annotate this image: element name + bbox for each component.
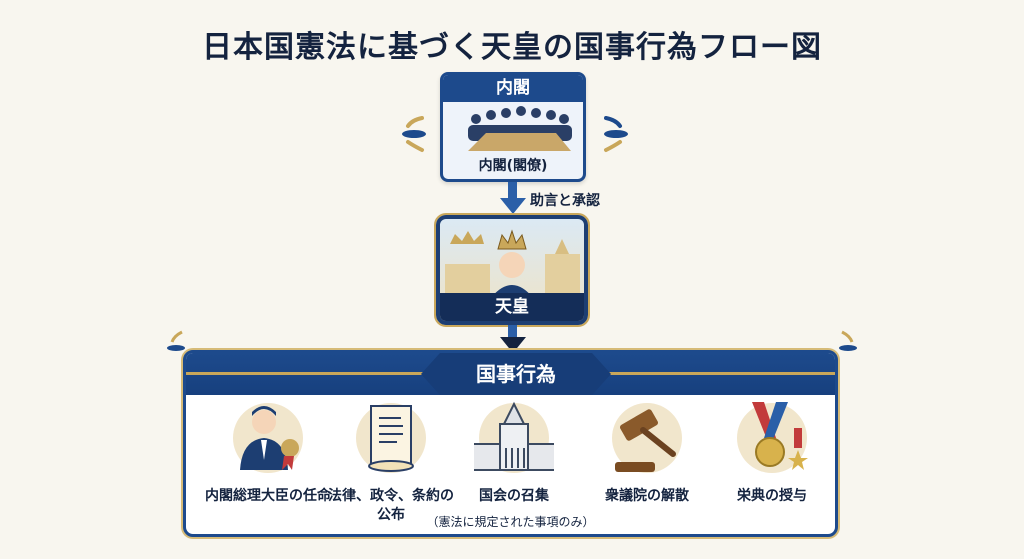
cabinet-box: 内閣 内閣(閣僚) [440,72,586,182]
act-item: 法律、政令、条約の公布 [326,403,456,525]
arrow-stem [508,182,517,200]
emperor-illustration-icon [445,229,580,299]
page-title: 日本国憲法に基づく天皇の国事行為フロー図 [202,30,822,65]
act-label: 国会の召集 [479,488,549,504]
advice-approval-label: 助言と承認 [530,193,600,209]
act-item: 内閣総理大臣の任命 [203,403,333,506]
splash-decoration-icon [839,330,857,351]
act-label: 衆議院の解散 [605,488,689,504]
act-label: 栄典の授与 [737,488,807,504]
header-tab [421,353,611,395]
down-arrow-icon [500,198,526,214]
act-label: 内閣総理大臣の任命 [205,488,331,504]
cabinet-header: 内閣 [443,75,583,102]
medal-icon [752,402,808,470]
state-acts-panel: 国事行為 内閣総理大臣の任命 法律、政令、条約の公布 国会の召集 衆議院の解散 … [183,350,838,537]
cabinet-caption: 内閣(閣僚) [478,158,548,174]
diet-building-icon [474,401,554,471]
constitution-note: （憲法に規定された事項のみ） [426,515,595,529]
act-item: 衆議院の解散 [582,403,712,506]
emperor-label: 天皇 [440,293,584,321]
splash-decoration-icon [167,330,185,351]
prime-minister-icon [240,406,299,470]
act-item: 栄典の授与 [707,402,835,506]
down-arrow-icon [500,337,526,353]
splash-decoration-icon [604,116,628,152]
scroll-icon [368,405,414,472]
act-label: 法律、政令、条約の公布 [328,488,454,523]
emperor-box: 天皇 [434,213,590,327]
gavel-icon [615,409,676,472]
arrow-stem [508,325,517,339]
cabinet-meeting-icon [468,106,572,151]
act-item: 国会の召集 [449,401,579,506]
state-acts-header: 国事行為 [476,362,556,386]
splash-decoration-icon [402,116,426,152]
